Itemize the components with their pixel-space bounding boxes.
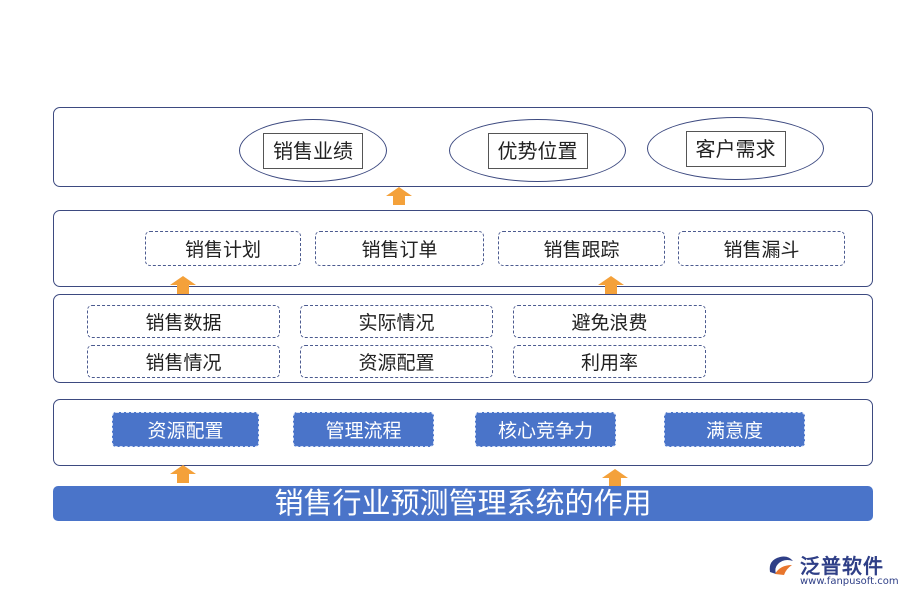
up-arrow-icon	[170, 276, 196, 294]
brand-logo: 泛普软件 www.fanpusoft.com	[762, 548, 899, 594]
box-management-process: 管理流程	[293, 412, 434, 447]
box-sales-order: 销售订单	[315, 231, 484, 266]
logo-name: 泛普软件	[800, 554, 884, 578]
box-actual-situation: 实际情况	[300, 305, 493, 338]
logo-url: www.fanpusoft.com	[800, 576, 899, 587]
up-arrow-icon	[170, 465, 196, 483]
oval-customer-demand: 客户需求	[647, 117, 824, 180]
box-sales-plan: 销售计划	[145, 231, 301, 266]
box-core-competitiveness: 核心竞争力	[475, 412, 616, 447]
up-arrow-icon	[598, 276, 624, 294]
oval-advantage-position: 优势位置	[449, 119, 626, 182]
box-resource-allocation-base: 资源配置	[112, 412, 259, 447]
box-sales-situation: 销售情况	[87, 345, 280, 378]
box-sales-tracking: 销售跟踪	[498, 231, 665, 266]
oval-label: 销售业绩	[263, 132, 363, 169]
up-arrow-icon	[602, 469, 628, 487]
box-sales-data: 销售数据	[87, 305, 280, 338]
logo-icon	[769, 556, 793, 575]
oval-sales-performance: 销售业绩	[239, 119, 387, 182]
box-utilization-rate: 利用率	[513, 345, 706, 378]
oval-label: 客户需求	[685, 130, 786, 167]
box-satisfaction: 满意度	[664, 412, 805, 447]
box-resource-allocation: 资源配置	[300, 345, 493, 378]
box-sales-funnel: 销售漏斗	[678, 231, 845, 266]
diagram-title: 销售行业预测管理系统的作用	[53, 486, 873, 521]
up-arrow-icon	[386, 187, 412, 205]
box-avoid-waste: 避免浪费	[513, 305, 706, 338]
oval-label: 优势位置	[487, 132, 588, 169]
